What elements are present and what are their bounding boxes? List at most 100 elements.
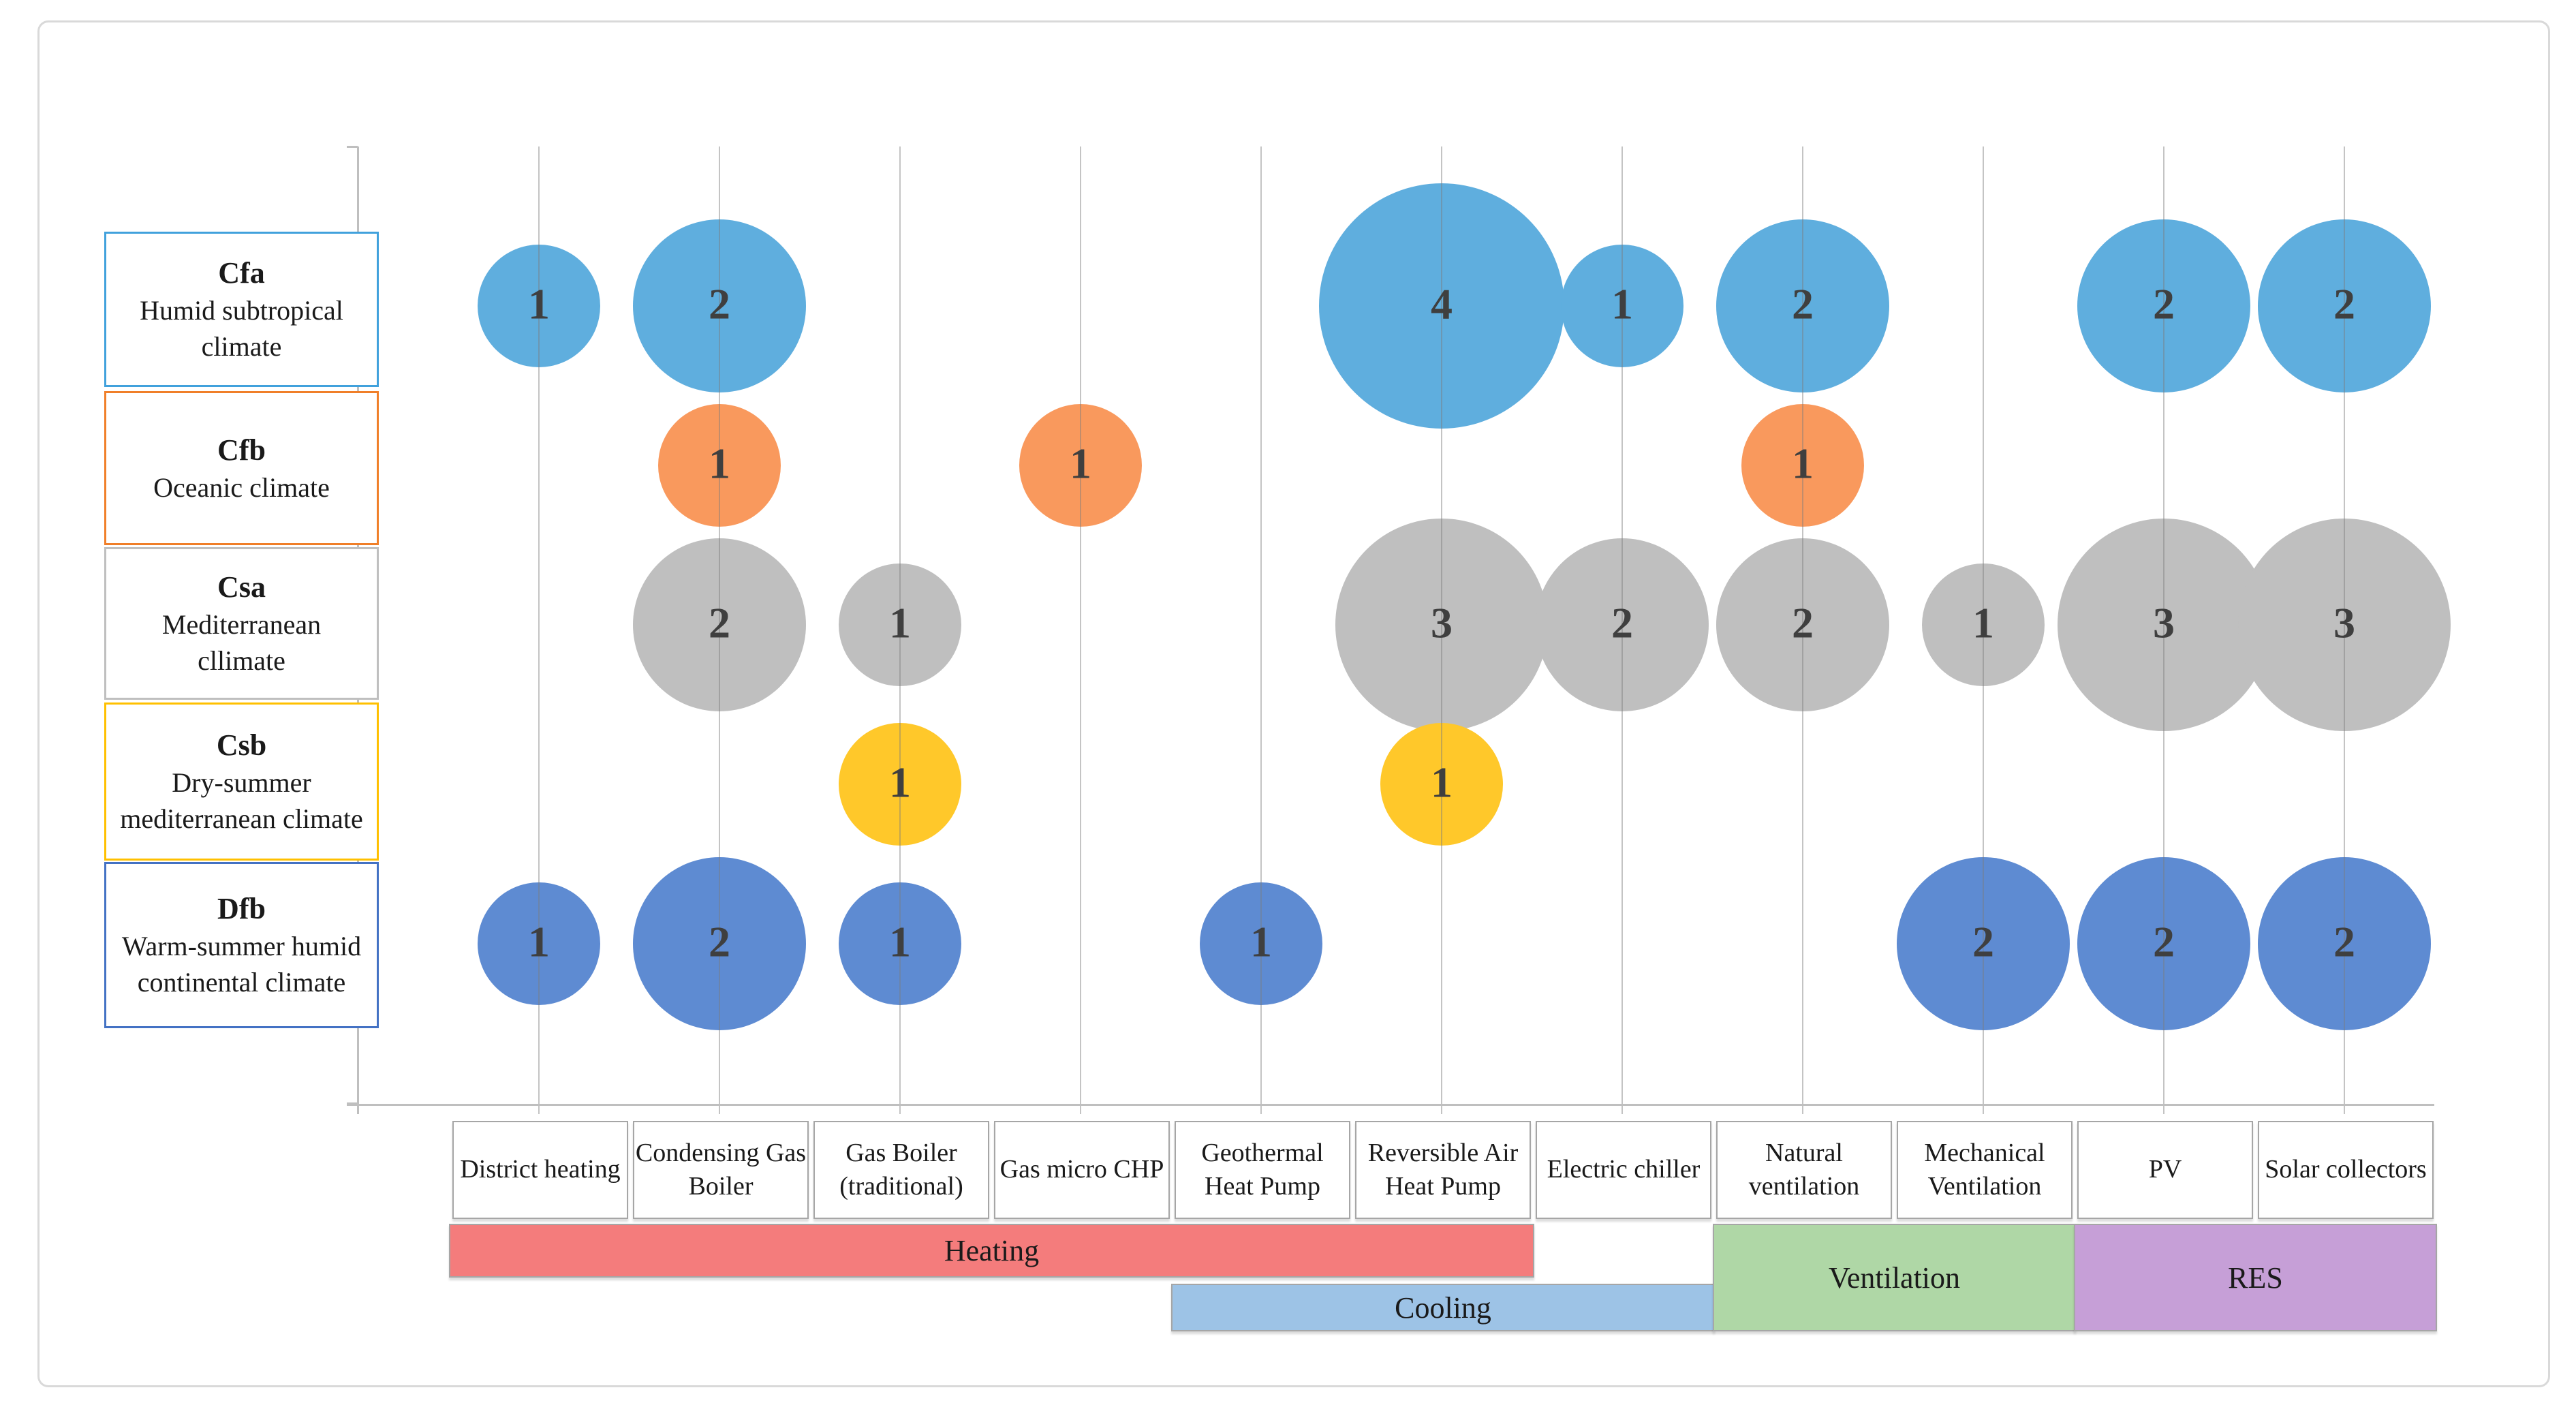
column-label: Geothermal Heat Pump (1201, 1138, 1324, 1201)
bubble-value: 1 (1070, 439, 1091, 488)
bubble-value: 1 (528, 279, 550, 328)
bubble-value: 1 (889, 758, 911, 807)
column-gridline (1260, 146, 1262, 1114)
bubble-csa-col2 (632, 538, 807, 712)
row-description-label: Mediterranean cllimate (161, 609, 322, 677)
bubble-cfa-col10 (2077, 219, 2251, 393)
column-label: District heating (460, 1155, 621, 1184)
bubble-value: 1 (1250, 917, 1272, 966)
bubble-value: 1 (1972, 598, 1994, 647)
category-bar-ventilation: Ventilation (1713, 1224, 2076, 1331)
column-gridline (1080, 146, 1081, 1114)
bubble-dfb-col1 (478, 882, 600, 1005)
bubble-value: 2 (709, 598, 730, 647)
axis-tick (347, 146, 358, 148)
bubble-cfa-col11 (2257, 219, 2432, 393)
row-code-label: Cfa (218, 256, 265, 290)
column-gridline (1802, 146, 1803, 1114)
bubble-value: 1 (1792, 439, 1814, 488)
bubble-csa-col6 (1335, 519, 1548, 731)
column-gridline (1621, 146, 1623, 1114)
bubble-value: 2 (1972, 917, 1994, 966)
bubble-value: 3 (1431, 598, 1453, 647)
column-gridline (538, 146, 540, 1114)
row-description-label: Humid subtropical climate (140, 295, 343, 362)
bubble-dfb-col11 (2257, 856, 2432, 1031)
bubble-value: 1 (528, 917, 550, 966)
column-label-box: Electric chiller (1536, 1121, 1711, 1219)
bubble-csa-col9 (1922, 563, 2045, 686)
column-label: Gas Boiler (traditional) (839, 1138, 963, 1201)
row-code-label: Dfb (217, 892, 266, 926)
row-description-label: Dry-summer mediterranean climate (120, 767, 363, 835)
row-description-label: Warm-summer humid continental climate (121, 931, 362, 998)
bubble-dfb-col5 (1200, 882, 1322, 1005)
bubble-value: 2 (1792, 279, 1814, 328)
category-bar-label: Ventilation (1828, 1261, 1961, 1295)
column-label: PV (2148, 1155, 2182, 1184)
row-description-label: Oceanic climate (153, 472, 330, 503)
column-label-box: Natural ventilation (1716, 1121, 1892, 1219)
bubble-value: 2 (2333, 917, 2355, 966)
category-bar-label: Cooling (1395, 1291, 1491, 1325)
bubble-csa-col11 (2238, 519, 2451, 731)
column-label-box: Geothermal Heat Pump (1175, 1121, 1350, 1219)
column-label: Electric chiller (1547, 1155, 1701, 1184)
x-axis-line (347, 1104, 2434, 1106)
bubble-value: 2 (2153, 279, 2175, 328)
bubble-value: 1 (1611, 279, 1633, 328)
column-label: Mechanical Ventilation (1924, 1138, 2045, 1201)
column-gridline (1983, 146, 1984, 1114)
bubble-value: 3 (2153, 598, 2175, 647)
column-label-box: Reversible Air Heat Pump (1355, 1121, 1531, 1219)
bubble-csa-col3 (839, 563, 961, 686)
row-code-label: Csb (216, 728, 267, 762)
column-label-box: Solar collectors (2258, 1121, 2434, 1219)
column-label-box: Gas Boiler (traditional) (813, 1121, 989, 1219)
bubble-csa-col7 (1535, 538, 1709, 712)
bubble-cfb-col2 (658, 404, 781, 527)
bubble-value: 2 (709, 279, 730, 328)
bubble-cfa-col2 (632, 219, 807, 393)
category-bar-cooling: Cooling (1171, 1284, 1715, 1331)
bubble-dfb-col10 (2077, 856, 2251, 1031)
bubble-value: 4 (1431, 279, 1453, 328)
bubble-csb-col3 (839, 723, 961, 846)
column-gridline (899, 146, 901, 1114)
bubble-value: 1 (889, 598, 911, 647)
bubble-value: 2 (1611, 598, 1633, 647)
column-gridline (1441, 146, 1442, 1114)
row-code-label: Cfb (217, 433, 266, 467)
bubble-value: 2 (709, 917, 730, 966)
bubble-cfa-col8 (1716, 219, 1890, 393)
column-gridline (2344, 146, 2345, 1114)
column-label-box: PV (2077, 1121, 2253, 1219)
bubble-value: 2 (1792, 598, 1814, 647)
bubble-dfb-col2 (632, 856, 807, 1031)
bubble-value: 2 (2333, 279, 2355, 328)
column-label: Reversible Air Heat Pump (1367, 1138, 1519, 1201)
bubble-csa-col8 (1716, 538, 1890, 712)
column-gridline (2163, 146, 2164, 1114)
bubble-dfb-col9 (1896, 856, 2070, 1031)
axis-tick (347, 1102, 358, 1105)
bubble-cfa-col6 (1319, 183, 1564, 429)
column-label-box: Mechanical Ventilation (1897, 1121, 2073, 1219)
bubble-value: 1 (1431, 758, 1453, 807)
bubble-value: 2 (2153, 917, 2175, 966)
bubble-cfa-col1 (478, 245, 600, 367)
column-label: Gas micro CHP (999, 1155, 1164, 1184)
category-bar-label: RES (2228, 1261, 2283, 1295)
bubble-dfb-col3 (839, 882, 961, 1005)
bubble-value: 1 (889, 917, 911, 966)
column-gridline (719, 146, 720, 1114)
bubble-csb-col6 (1380, 723, 1503, 846)
category-bar-res: RES (2074, 1224, 2437, 1331)
bubble-csa-col10 (2058, 519, 2270, 731)
